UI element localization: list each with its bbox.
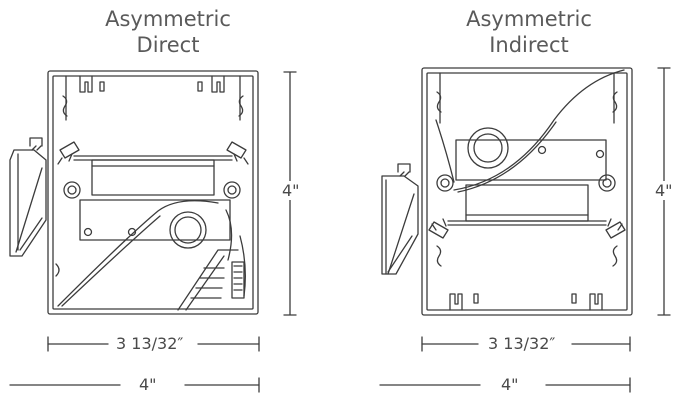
left-inner-width-dimension (48, 337, 259, 351)
right-side-clip (382, 164, 418, 274)
right-title-line1: Asymmetric (466, 7, 592, 31)
right-title-line2: Indirect (489, 33, 569, 57)
left-outer-width-dimension (10, 378, 259, 392)
left-socket-bracket (80, 200, 232, 260)
left-figure-title: Asymmetric Direct (68, 6, 268, 58)
right-reflector (454, 70, 624, 192)
left-height-label: 4" (279, 181, 303, 200)
right-outer-width-label: 4" (498, 375, 522, 394)
right-housing-profile (422, 68, 632, 315)
right-height-label: 4" (652, 181, 674, 200)
right-figure-title: Asymmetric Indirect (429, 6, 629, 58)
left-inner-width-label: 3 13/32″ (113, 334, 187, 353)
left-lamp-channel (64, 156, 240, 198)
left-mounting-screws (58, 142, 248, 164)
left-reflector (58, 201, 245, 306)
right-inner-width-label: 3 13/32″ (485, 334, 559, 353)
left-title-line2: Direct (136, 33, 200, 57)
left-title-line1: Asymmetric (105, 7, 231, 31)
right-mounting-screws (429, 219, 625, 238)
right-lamp-channel (437, 175, 615, 225)
right-outer-width-dimension (380, 378, 630, 392)
left-lens-assembly (56, 250, 244, 310)
left-housing-profile (48, 71, 258, 314)
right-inner-width-dimension (422, 337, 630, 351)
left-outer-width-label: 4" (136, 375, 160, 394)
right-socket-bracket (436, 120, 606, 182)
left-side-clip (10, 138, 46, 256)
